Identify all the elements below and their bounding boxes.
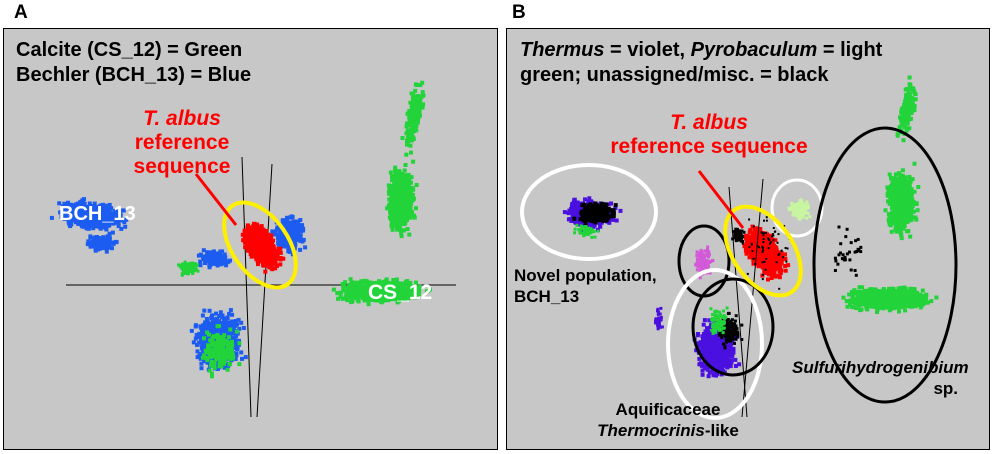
scatter-points bbox=[562, 75, 939, 379]
reference-sequence-label: T. albus reference sequence bbox=[599, 111, 819, 159]
novel-line-1: Novel population, bbox=[514, 266, 657, 285]
cs12-cluster-label: CS_12 bbox=[368, 281, 433, 304]
panel-a-letter: A bbox=[14, 2, 28, 23]
pyrobaculum-circle bbox=[770, 178, 824, 238]
aquificaceae-circle bbox=[666, 268, 764, 420]
caption-line-2: green; unassigned/misc. = black bbox=[520, 64, 829, 86]
species-name: T. albus bbox=[670, 111, 748, 134]
panel-b-caption: Thermus = violet, Pyrobaculum = light gr… bbox=[520, 38, 882, 88]
sulfurihydrogenibium-label: Sulfurihydrogenibium sp. bbox=[792, 357, 969, 399]
panel-a-scatter-plot bbox=[49, 80, 456, 418]
thermocrinis-circle bbox=[691, 277, 775, 377]
panel-b-letter: B bbox=[512, 2, 526, 23]
caption-line-1: Calcite (CS_12) = Green bbox=[16, 39, 243, 61]
sulfurihydrogenibium-circle bbox=[812, 126, 958, 404]
reference-highlight-ellipse bbox=[723, 204, 803, 298]
pyrobaculum-name: Pyrobaculum bbox=[690, 39, 818, 61]
aquif-line-2-suffix: -like bbox=[704, 421, 739, 440]
sulfurihydrogenibium-name: Sulfurihydrogenibium bbox=[792, 358, 969, 377]
panel-a: Calcite (CS_12) = Green Bechler (BCH_13)… bbox=[3, 28, 498, 450]
aquif-line-1: Aquificaceae bbox=[615, 400, 721, 419]
caption-line-1: Thermus = violet, Pyrobaculum = light bbox=[520, 38, 882, 63]
novel-population-circle bbox=[520, 163, 658, 261]
caption-line-2: Bechler (BCH_13) = Blue bbox=[16, 64, 252, 86]
species-name: T. albus bbox=[143, 107, 221, 130]
reference-pointer-line bbox=[697, 170, 745, 229]
caption-part-1: = violet, bbox=[604, 39, 691, 61]
reference-sequence-label: T. albus reference sequence bbox=[107, 107, 257, 179]
ref-line-2: reference bbox=[134, 131, 230, 154]
aquificaceae-label: Aquificaceae Thermocrinis-like bbox=[593, 399, 743, 441]
bch13-cluster-label: BCH_13 bbox=[59, 203, 136, 225]
panel-b: Thermus = violet, Pyrobaculum = light gr… bbox=[506, 28, 990, 450]
scatter-points bbox=[49, 80, 432, 379]
thermocrinis-name: Thermocrinis bbox=[597, 421, 705, 440]
ref-line-2: reference sequence bbox=[610, 135, 808, 158]
caption-part-2: = light bbox=[817, 39, 883, 61]
reference-pointer-line bbox=[194, 173, 238, 226]
ref-line-3: sequence bbox=[133, 155, 231, 178]
thermus-name: Thermus bbox=[520, 39, 605, 61]
panel-a-caption: Calcite (CS_12) = Green Bechler (BCH_13)… bbox=[16, 38, 251, 88]
panel-b-scatter-plot bbox=[520, 75, 958, 420]
reference-highlight-ellipse bbox=[222, 200, 298, 290]
sulfuri-line-2: sp. bbox=[933, 379, 958, 398]
novel-line-2: BCH_13 bbox=[514, 287, 580, 306]
novel-population-label: Novel population, BCH_13 bbox=[514, 265, 657, 307]
